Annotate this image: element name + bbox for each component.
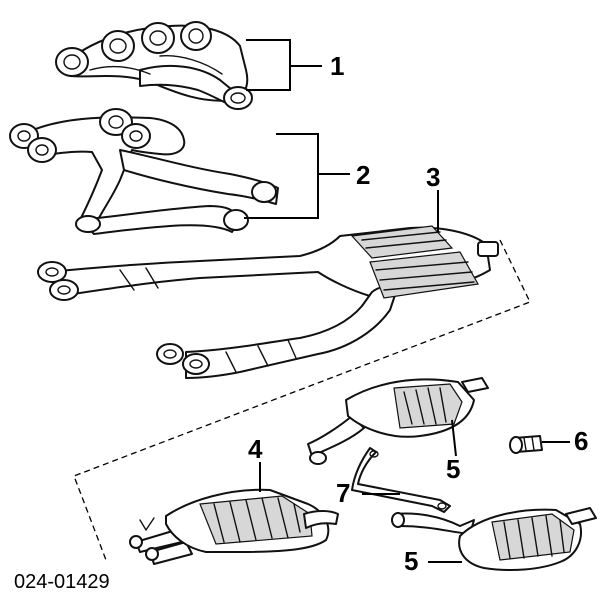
callout-5-upper-leader [451,419,457,457]
callout-2: 2 [356,160,370,190]
callout-2-leader [244,133,350,219]
callout-7: 7 [336,478,350,508]
assembly-group-frame [73,239,531,561]
callout-5-upper: 5 [446,454,460,484]
callout-5-lower: 5 [404,546,418,576]
callout-1: 1 [330,51,344,81]
callout-4: 4 [248,434,263,464]
center-silencer [307,377,489,465]
hanger-bracket [351,447,451,513]
callout-6: 6 [574,426,588,456]
front-pipe-catalytic-converter [37,225,499,379]
exhaust-manifold-lower [9,108,279,235]
rear-silencer-left [129,488,339,565]
callout-1-leader [246,39,322,91]
diagram-reference-code: 024-01429 [14,571,110,593]
rear-silencer-right [391,507,597,571]
callout-3: 3 [426,162,440,192]
exhaust-manifold-upper [55,21,253,110]
pipe-clamp [509,435,543,454]
